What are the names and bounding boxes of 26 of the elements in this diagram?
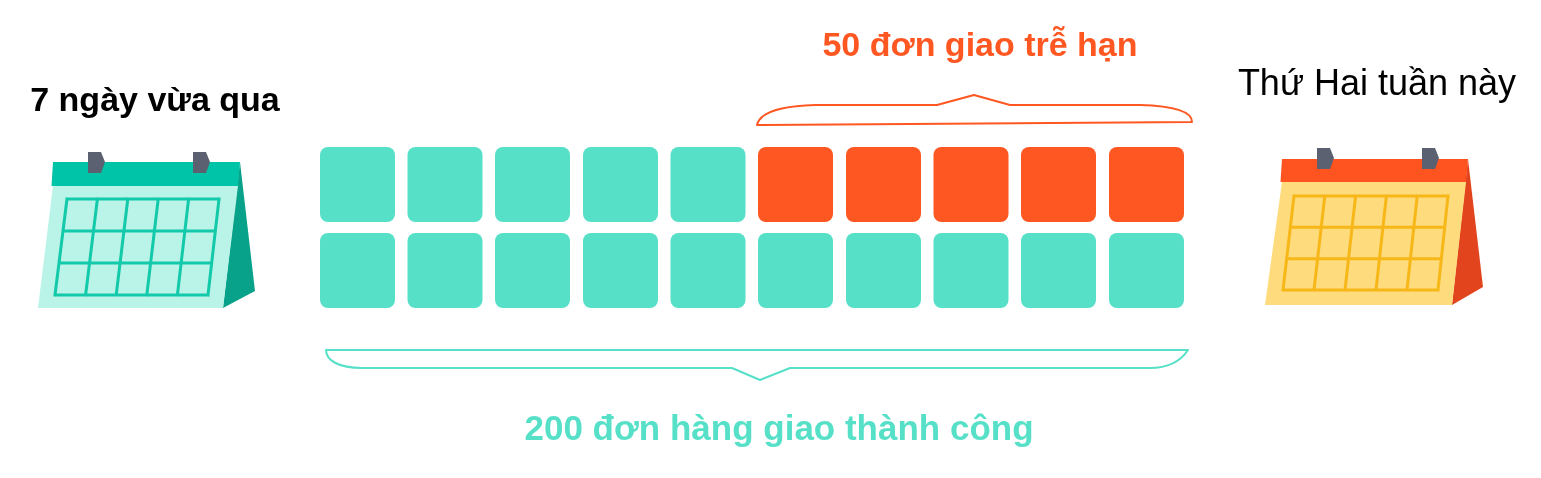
order-tile [1021,147,1096,222]
order-tile [846,233,921,308]
order-tile [320,233,395,308]
order-tile [846,147,921,222]
order-tile [495,233,570,308]
order-tile [1109,147,1184,222]
order-tile [583,147,658,222]
heading: 7 ngày vừa qua [30,80,280,120]
caption-text: 200 đơn hàng giao thành công [524,407,1034,449]
order-tile [320,147,395,222]
order-tile [1021,233,1096,308]
order-tile [407,233,483,308]
order-tile [670,233,746,308]
order-tile [495,147,570,222]
bracket [325,349,1189,381]
order-tile [583,233,658,308]
heading: 50 đơn giao trễ hạn [822,25,1138,65]
order-tile [407,147,483,222]
heading: Thứ Hai tuần này [1237,62,1517,104]
order-tile [933,147,1009,222]
order-tile [758,147,833,222]
bracket [756,94,1193,126]
order-tile [1109,233,1184,308]
order-tile [670,147,746,222]
order-tile [933,233,1009,308]
order-tile [758,233,833,308]
